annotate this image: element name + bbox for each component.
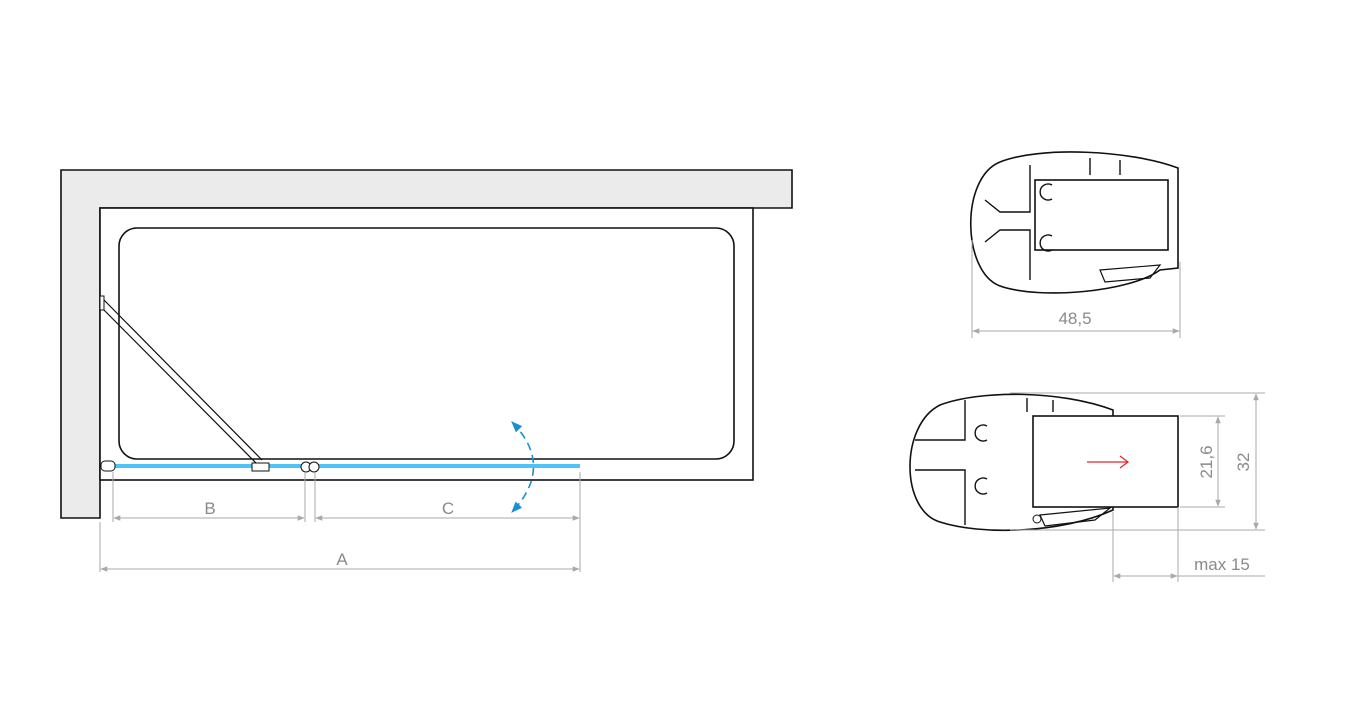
label-width: 48,5 <box>1058 309 1091 328</box>
label-b: B <box>204 499 215 518</box>
wall-profile <box>100 460 116 472</box>
label-adjust: max 15 <box>1194 555 1250 574</box>
profile-section-bottom: 21,6 32 max 15 <box>909 392 1265 582</box>
label-a: A <box>336 550 348 569</box>
label-inner-height: 21,6 <box>1197 445 1216 478</box>
label-c: C <box>442 499 454 518</box>
hinge <box>308 461 320 473</box>
stabilizer-bar <box>99 295 263 465</box>
bathtub-inner <box>118 227 735 460</box>
plan-view: B C A <box>60 169 793 572</box>
profile-section-top: 48,5 <box>969 151 1181 338</box>
label-height: 32 <box>1234 453 1253 472</box>
bar-bracket <box>251 462 270 472</box>
